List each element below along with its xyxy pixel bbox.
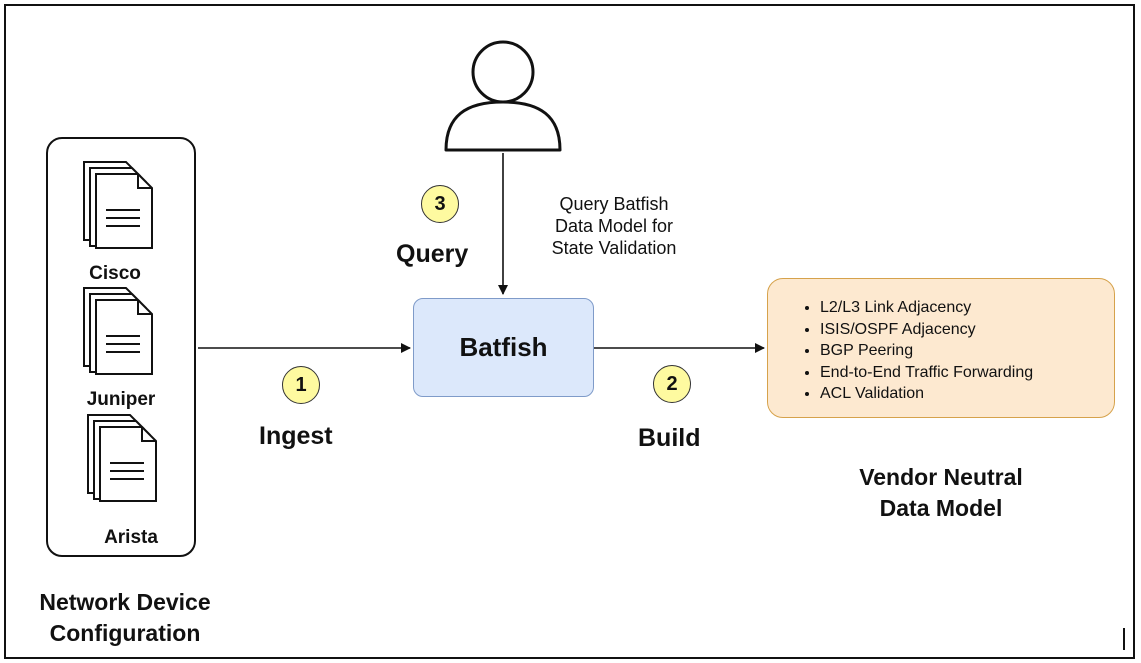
step-1-badge: 1: [282, 366, 320, 404]
text-cursor-mark: [1123, 628, 1125, 650]
step-3-badge: 3: [421, 185, 459, 223]
validation-item: ISIS/OSPF Adjacency: [820, 319, 1114, 341]
user-icon: [444, 40, 562, 152]
query-description-line3: State Validation: [551, 238, 677, 258]
query-description: Query Batfish Data Model for State Valid…: [528, 193, 700, 259]
query-description-line1: Query Batfish: [559, 194, 669, 214]
diagram-frame: [4, 4, 1135, 659]
batfish-label: Batfish: [459, 332, 548, 362]
juniper-label: Juniper: [86, 389, 156, 410]
network-device-caption-line1: Network Device: [39, 589, 211, 615]
validation-item: BGP Peering: [820, 340, 1114, 362]
cisco-config-file-icon: [83, 161, 153, 249]
network-device-caption: Network Device Configuration: [20, 587, 230, 649]
juniper-config-file-icon: [83, 287, 153, 375]
batfish-node: Batfish: [413, 298, 594, 397]
cisco-label: Cisco: [89, 263, 141, 284]
validation-item: End-to-End Traffic Forwarding: [820, 362, 1114, 384]
query-step-label: Query: [396, 240, 469, 268]
query-description-line2: Data Model for: [554, 216, 674, 236]
data-model-box: L2/L3 Link Adjacency ISIS/OSPF Adjacency…: [767, 278, 1115, 418]
ingest-step-label: Ingest: [259, 422, 333, 450]
vendor-neutral-caption-line2: Data Model: [879, 495, 1003, 521]
network-device-caption-line2: Configuration: [49, 620, 201, 646]
vendor-neutral-caption-line1: Vendor Neutral: [859, 464, 1023, 490]
vendor-neutral-caption: Vendor Neutral Data Model: [812, 462, 1070, 524]
validation-item: ACL Validation: [820, 383, 1114, 405]
build-step-label: Build: [638, 424, 701, 452]
validation-list: L2/L3 Link Adjacency ISIS/OSPF Adjacency…: [768, 279, 1114, 405]
arista-label: Arista: [104, 527, 158, 548]
step-2-badge: 2: [653, 365, 691, 403]
validation-item: L2/L3 Link Adjacency: [820, 297, 1114, 319]
arista-config-file-icon: [87, 414, 157, 502]
